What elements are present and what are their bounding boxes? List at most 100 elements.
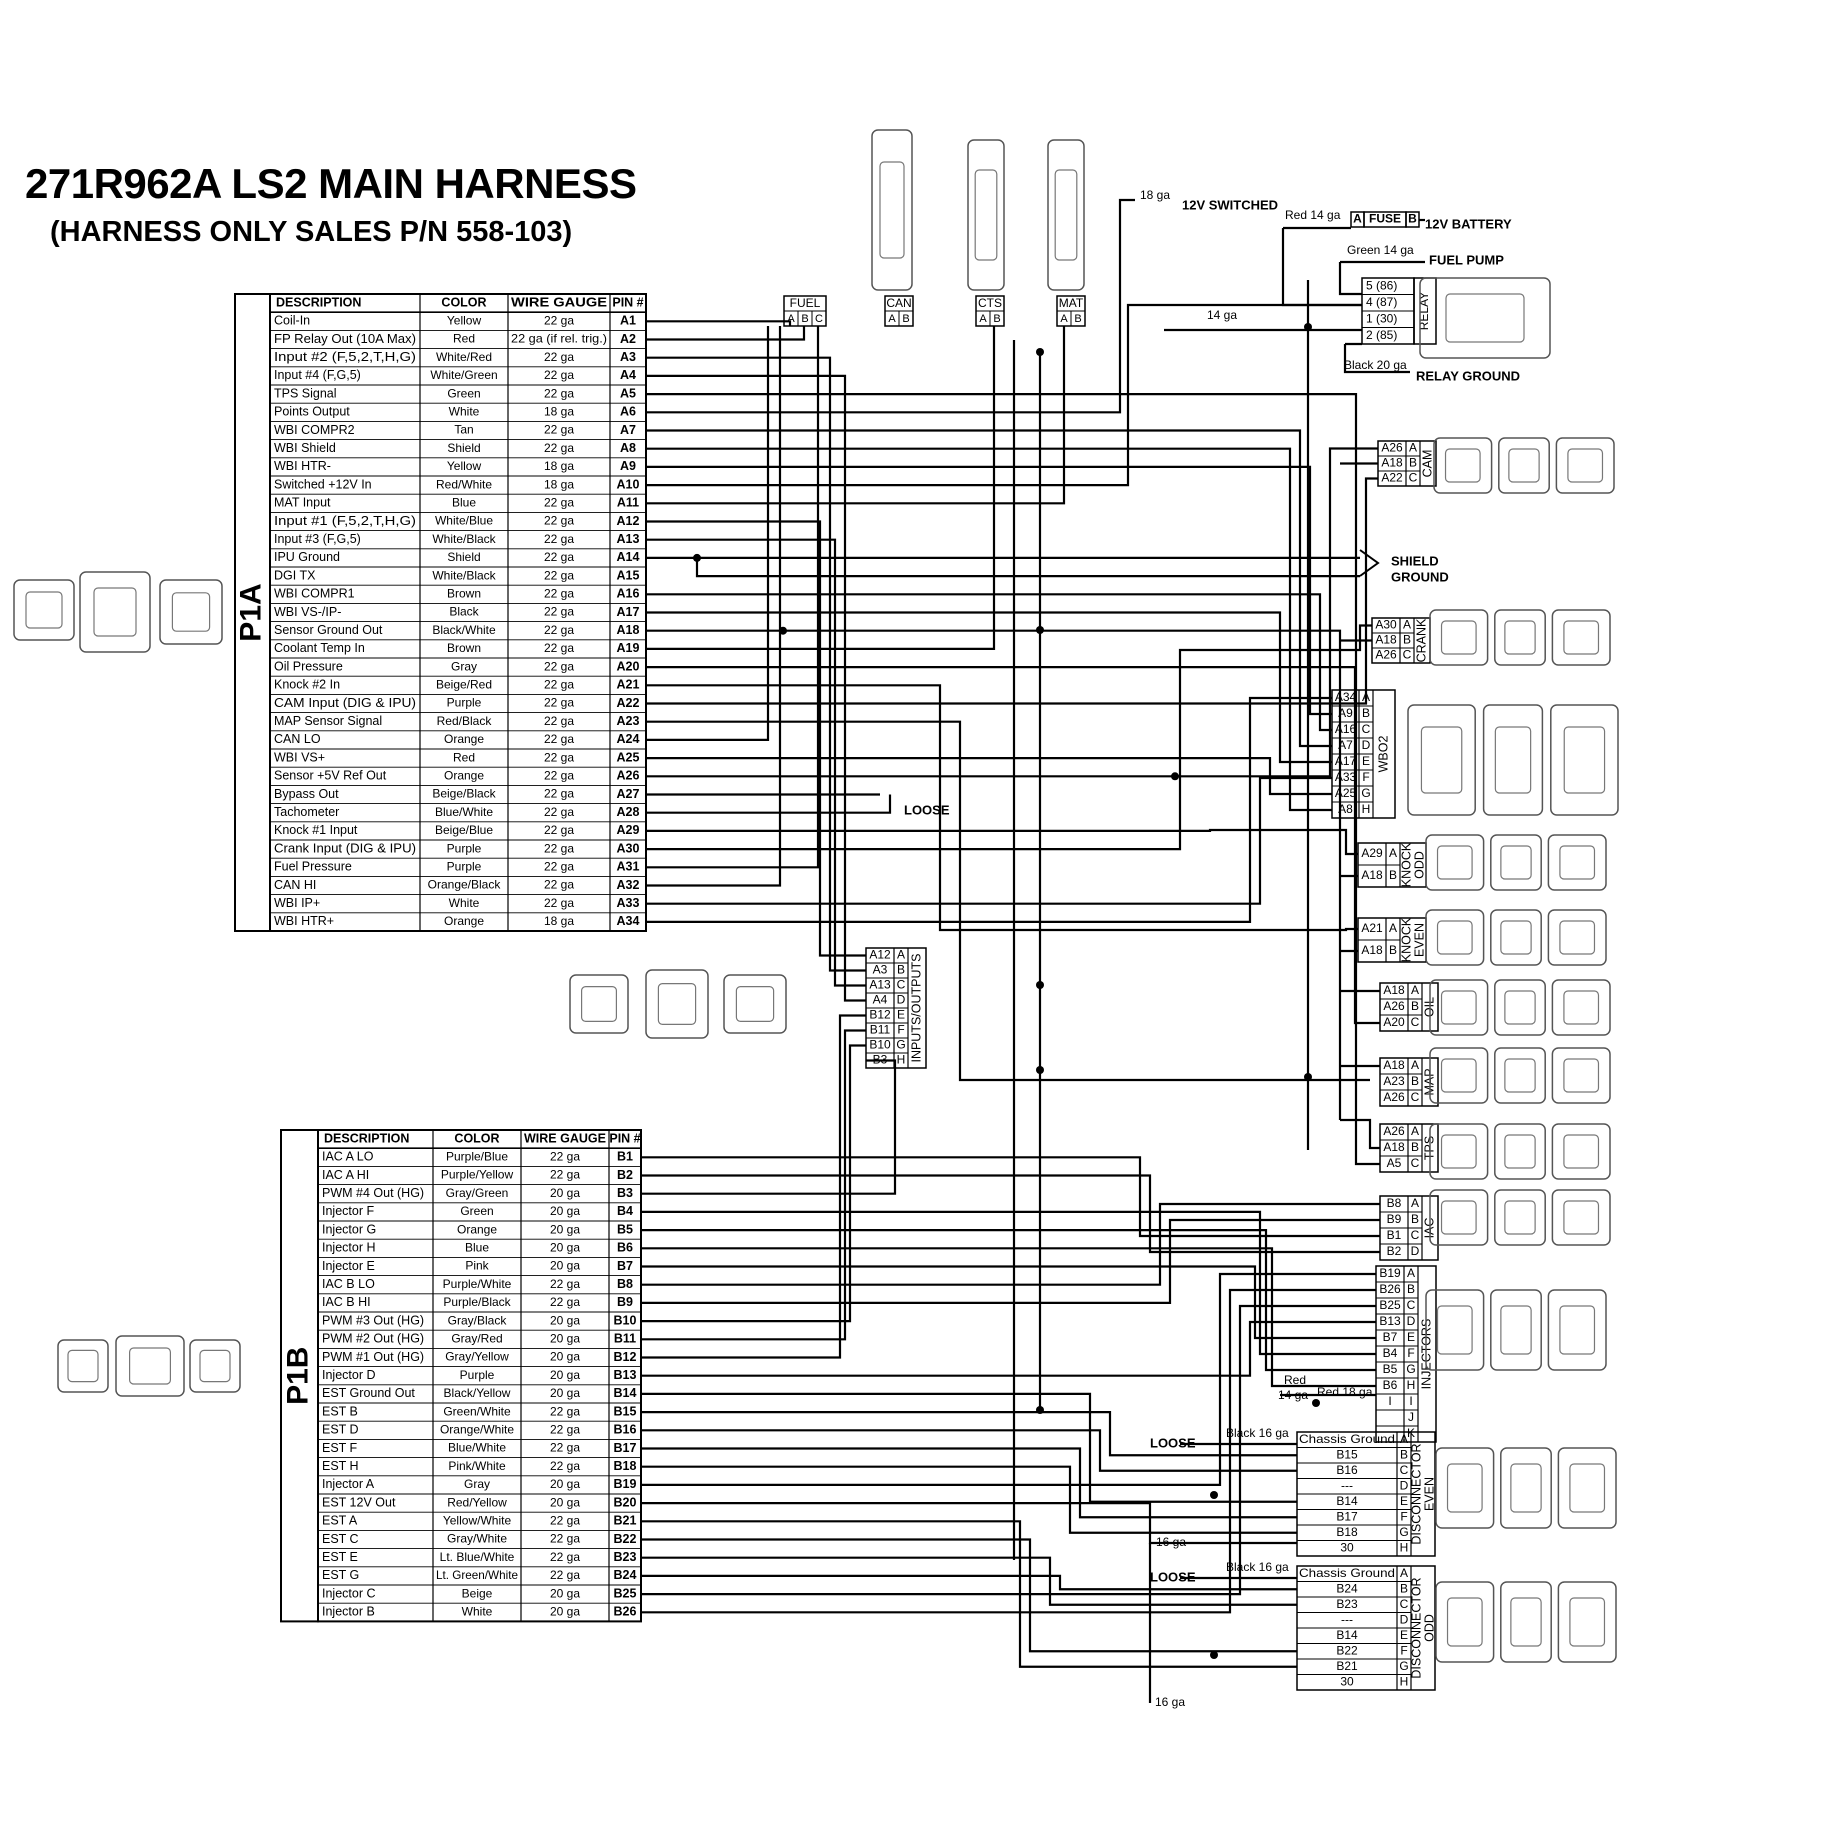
p1b-pin: B17 xyxy=(614,1441,637,1455)
p1a-color: White/Green xyxy=(430,368,497,382)
connector-cell: A18 xyxy=(1375,633,1397,647)
p1b-color: Beige xyxy=(462,1586,493,1600)
wire-B9 xyxy=(641,1218,1380,1305)
connector-pin: B xyxy=(1411,1212,1419,1226)
p1a-color: Gray xyxy=(451,659,477,673)
p1a-desc: Bypass Out xyxy=(274,787,339,801)
wire-relay-ground xyxy=(1343,344,1410,374)
connector-cell: B7 xyxy=(1383,1330,1398,1344)
connector-cell: A18 xyxy=(1383,1140,1405,1154)
connector-pin: F xyxy=(897,1023,904,1037)
p1a-gauge: 22 ga xyxy=(544,823,574,837)
p1b-desc: IAC B HI xyxy=(322,1295,371,1309)
iac-icon-c xyxy=(1551,1189,1611,1246)
p1a-desc: WBI Shield xyxy=(274,441,336,455)
io-back-icon-face xyxy=(735,985,775,1022)
injector-icon-c-body xyxy=(1547,1289,1607,1371)
iac-icon-b-body xyxy=(1494,1189,1546,1246)
connector-label: DISCONNECTOR xyxy=(1409,1577,1423,1678)
connector-pin: C xyxy=(897,978,906,992)
p1a-pin: A11 xyxy=(617,496,639,510)
connector-pin: F xyxy=(1407,1346,1414,1360)
connector-pin: C xyxy=(1411,1015,1420,1029)
p1a-desc: Coolant Temp In xyxy=(274,641,365,655)
connector-cell: B2 xyxy=(1387,1244,1402,1258)
connector-cell: A7 xyxy=(1338,738,1353,752)
p1a-desc: TPS Signal xyxy=(274,386,337,400)
p1b-gauge: 20 ga xyxy=(550,1586,580,1600)
p1a-desc: CAN LO xyxy=(274,732,321,746)
wire-A21 xyxy=(646,684,1358,932)
map-icon-a xyxy=(1429,1047,1489,1104)
connector-pin: A xyxy=(1411,1058,1419,1072)
p1b-color: Gray/Red xyxy=(451,1331,502,1345)
wire-A13 xyxy=(646,538,866,987)
p1a-color: White/Blue xyxy=(435,514,493,528)
p1b-back-icon-body xyxy=(189,1339,241,1393)
connector-pin: H xyxy=(1400,1540,1409,1554)
wire-B20 xyxy=(641,1501,1297,1545)
p1b-pin: B26 xyxy=(614,1605,637,1619)
connector-cell: 30 xyxy=(1340,1674,1354,1688)
p1b-desc: EST Ground Out xyxy=(322,1386,415,1400)
p1a-gauge: 22 ga xyxy=(544,750,574,764)
crank-icon-a-face xyxy=(1440,620,1477,655)
p1a-color: Yellow xyxy=(447,313,482,327)
connector-cell: A9 xyxy=(1338,706,1353,720)
p1a-desc: Oil Pressure xyxy=(274,659,343,673)
cts-sensor-icon xyxy=(967,139,1005,291)
p1a-gauge: 22 ga xyxy=(544,568,574,582)
io-face-icon-face xyxy=(657,982,697,1025)
knock-even-icon-c xyxy=(1547,909,1607,966)
disconnector-even-icon-a xyxy=(1435,1447,1495,1529)
p1b-gauge: 22 ga xyxy=(550,1513,580,1527)
connector-pin: C xyxy=(1362,722,1371,736)
p1a-desc: Knock #1 Input xyxy=(274,823,358,837)
p1a-back-icon xyxy=(159,579,223,645)
wire-B1 xyxy=(641,1156,1380,1238)
p1b-desc: PWM #4 Out (HG) xyxy=(322,1186,424,1200)
connector-cell: A12 xyxy=(869,948,891,962)
wire-shield-ground xyxy=(695,557,1360,578)
p1a-desc: Input #2 (F,5,2,T,H,G) xyxy=(274,350,416,364)
relay-icon-face xyxy=(1445,293,1525,343)
p1a-desc: WBI IP+ xyxy=(274,896,320,910)
p1a-pin: A7 xyxy=(620,423,636,437)
p1a-gauge: 22 ga xyxy=(544,423,574,437)
p1b-gauge: 20 ga xyxy=(550,1204,580,1218)
p1b-desc: EST H xyxy=(322,1459,359,1473)
p1b-desc: EST D xyxy=(322,1423,359,1437)
connector-label: CRANK xyxy=(1414,618,1428,662)
p1b-color: Pink/White xyxy=(448,1459,506,1473)
p1a-desc: FP Relay Out (10A Max) xyxy=(274,332,416,346)
connector-pin: E xyxy=(1400,1628,1408,1642)
connector-pin: C xyxy=(1400,1463,1409,1477)
p1b-gauge: 20 ga xyxy=(550,1368,580,1382)
p1a-back-icon-body xyxy=(159,579,223,645)
connector-cell: B14 xyxy=(1336,1628,1358,1642)
wire-A28 xyxy=(646,794,892,814)
p1b-face-icon-body xyxy=(115,1335,185,1397)
io-back-icon xyxy=(723,974,787,1034)
p1b-pin: B5 xyxy=(617,1222,633,1236)
p1b-label: P1B xyxy=(281,1347,314,1405)
p1b-back-icon-face xyxy=(199,1349,231,1383)
p1b-color: Orange/White xyxy=(440,1422,514,1436)
connector-pin: E xyxy=(1400,1494,1408,1508)
knock-odd-icon-a-face xyxy=(1436,845,1473,880)
tps-icon-a xyxy=(1429,1123,1489,1180)
wire-note-loose2: LOOSE xyxy=(1150,1435,1196,1450)
connector-label: DISCONNECTOR xyxy=(1409,1443,1423,1544)
connector-cell: A29 xyxy=(1361,846,1383,860)
p1a-pin: A19 xyxy=(617,641,640,655)
p1a-gauge: 22 ga xyxy=(544,313,574,327)
p1a-pin: A12 xyxy=(617,514,640,528)
top-connector-pin: B xyxy=(1074,313,1081,325)
connector-cell: B14 xyxy=(1336,1494,1358,1508)
io-plug-icon-body xyxy=(569,974,629,1034)
p1a-color: Green xyxy=(447,386,480,400)
connector-pin: G xyxy=(1406,1362,1415,1376)
knock-even-icon-b-body xyxy=(1490,909,1542,966)
p1a-gauge: 22 ga xyxy=(544,768,574,782)
wire-note-black16a: Black 16 ga xyxy=(1226,1426,1289,1440)
